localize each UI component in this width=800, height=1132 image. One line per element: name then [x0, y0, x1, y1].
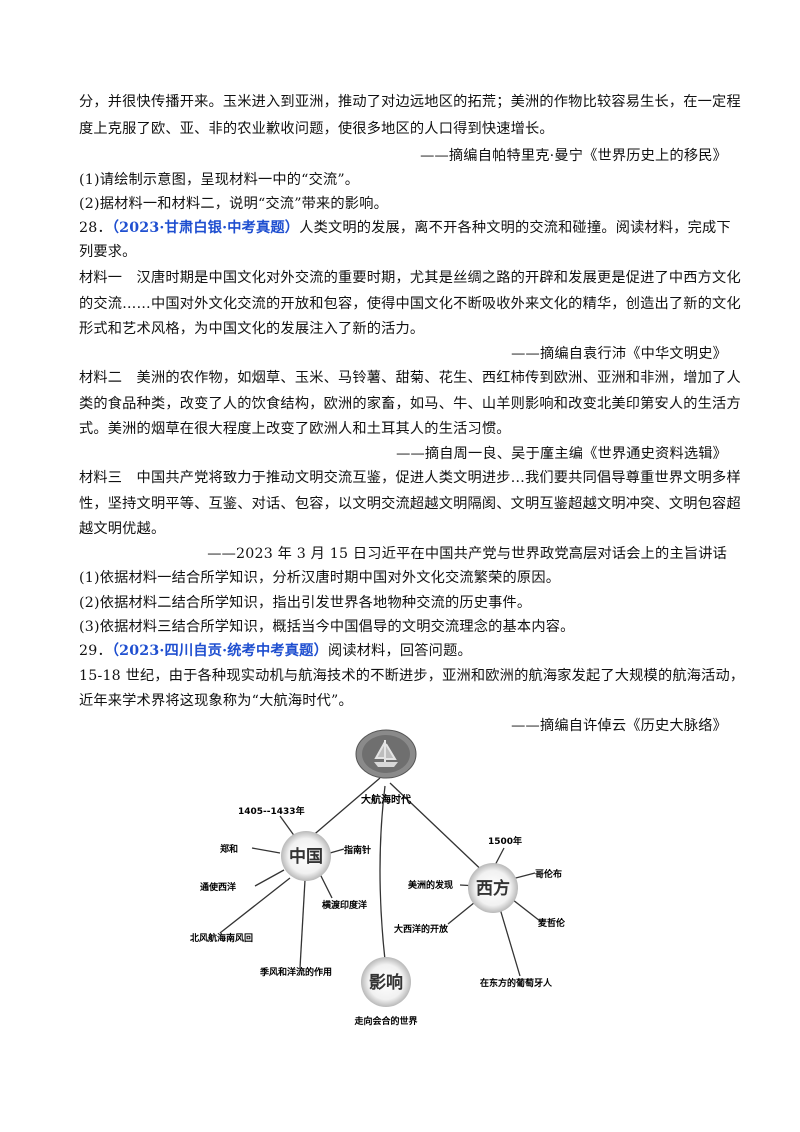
question-29-stem: 29．（2023·四川自贡·统考中考真题）阅读材料，回答问题。 [79, 641, 729, 661]
material-line: 越文明优越。 [79, 521, 166, 537]
source-citation: ——摘编自帕特里克·曼宁《世界历史上的移民》 [420, 148, 727, 164]
impact-hub [361, 957, 411, 1007]
hub-china-label: 中国 [289, 846, 323, 867]
material-line: 15-18 世纪，由于各种现实动机与航海技术的不断进步，亚洲和欧洲的航海家发起了… [79, 668, 745, 684]
node-west-2: 美洲的发现 [408, 879, 453, 891]
stem-text: 人类文明的发展，离不开各种文明的交流和碰撞。阅读材料，完成下 [299, 220, 731, 236]
material-line: 性，坚持文明平等、互鉴、对话、包容，以文明交流超越文明隔阂、文明互鉴超越文明冲突… [79, 496, 741, 512]
material-line: 近年来学术界将这现象称为“大航海时代”。 [79, 693, 353, 709]
source-citation: ——摘编自许倬云《历史大脉络》 [511, 718, 727, 734]
material-line: 的交流……中国对外文化交流的开放和包容，使得中国文化不断吸收外来文化的精华，创造… [79, 296, 741, 312]
node-china-7: 季风和洋流的作用 [259, 966, 332, 978]
node-china-6: 北风航海南风回 [190, 932, 253, 944]
node-impact: 走向会合的世界 [353, 1015, 417, 1027]
material-line: 材料三 中国共产党将致力于推动文明交流互鉴，促进人类文明进步…我们要共同倡导尊重… [79, 470, 741, 486]
text-line: 分，并很快传播开来。玉米进入到亚洲，推动了对边远地区的拓荒；美洲的作物比较容易生… [79, 94, 741, 110]
material-line: 式。美洲的烟草在很大程度上改变了欧洲人和土耳其人的生活习惯。 [79, 421, 511, 437]
node-west-4: 大西洋的开放 [394, 923, 449, 935]
exam-source-tag: （2023·甘肃白银·中考真题） [111, 220, 300, 236]
material-line: 材料二 美洲的农作物，如烟草、玉米、马铃薯、甜菊、花生、西红柿传到欧洲、亚洲和非… [79, 370, 741, 386]
age-of-discovery-diagram: 大航海时代 中国 1405--1433年 郑和 指南针 通使西洋 横渡印度洋 北… [190, 729, 566, 1027]
node-west-6: 在东方的葡萄牙人 [480, 977, 553, 989]
question-item: (1)请绘制示意图，呈现材料一中的“交流”。 [79, 172, 360, 188]
source-citation: ——摘编自袁行沛《中华文明史》 [511, 346, 727, 362]
node-china-4: 通使西洋 [200, 881, 236, 893]
west-hub [468, 863, 518, 913]
hub-west-label: 西方 [476, 878, 510, 899]
question-number: 29． [79, 643, 112, 659]
text-line: 度上克服了欧、亚、非的农业歉收问题，使很多地区的人口得到快速增长。 [79, 121, 554, 137]
sailing-ship-emblem-icon [355, 729, 417, 779]
stem-text: 列要求。 [79, 244, 137, 260]
exam-source-tag: （2023·四川自贡·统考中考真题） [111, 643, 328, 659]
node-china-5: 横渡印度洋 [322, 899, 367, 911]
material-line: 材料一 汉唐时期是中国文化对外交流的重要时期，尤其是丝绸之路的开辟和发展更是促进… [79, 270, 741, 286]
question-28-stem: 28．（2023·甘肃白银·中考真题）人类文明的发展，离不开各种文明的交流和碰撞… [79, 218, 731, 238]
material-line: 形式和艺术风格，为中国文化的发展注入了新的活力。 [79, 321, 425, 337]
node-top: 大航海时代 [361, 793, 411, 806]
question-item: (2)依据材料二结合所学知识，指出引发世界各地物种交流的历史事件。 [79, 595, 532, 611]
node-west-1: 1500年 [488, 835, 522, 847]
question-item: (1)依据材料一结合所学知识，分析汉唐时期中国对外文化交流繁荣的原因。 [79, 570, 561, 586]
node-china-3: 指南针 [344, 844, 371, 856]
material-line: 类的食品种类，改变了人的饮食结构，欧洲的家畜，如马、牛、山羊则影响和改变北美印第… [79, 396, 741, 412]
source-citation: ——2023 年 3 月 15 日习近平在中国共产党与世界政党高层对话会上的主旨… [207, 546, 727, 562]
stem-text: 阅读材料，回答问题。 [327, 643, 472, 659]
node-west-3: 哥伦布 [535, 868, 562, 880]
hub-impact-label: 影响 [369, 972, 403, 993]
question-number: 28． [79, 220, 112, 236]
china-hub [281, 831, 331, 881]
question-item: (2)据材料一和材料二，说明“交流”带来的影响。 [79, 196, 388, 212]
node-china-1: 1405--1433年 [238, 805, 305, 817]
node-china-2: 郑和 [220, 843, 238, 855]
question-item: (3)依据材料三结合所学知识，概括当今中国倡导的文明交流理念的基本内容。 [79, 619, 575, 635]
node-west-5: 麦哲伦 [538, 917, 566, 929]
source-citation: ——摘自周一良、吴于廑主编《世界通史资料选辑》 [396, 446, 727, 462]
